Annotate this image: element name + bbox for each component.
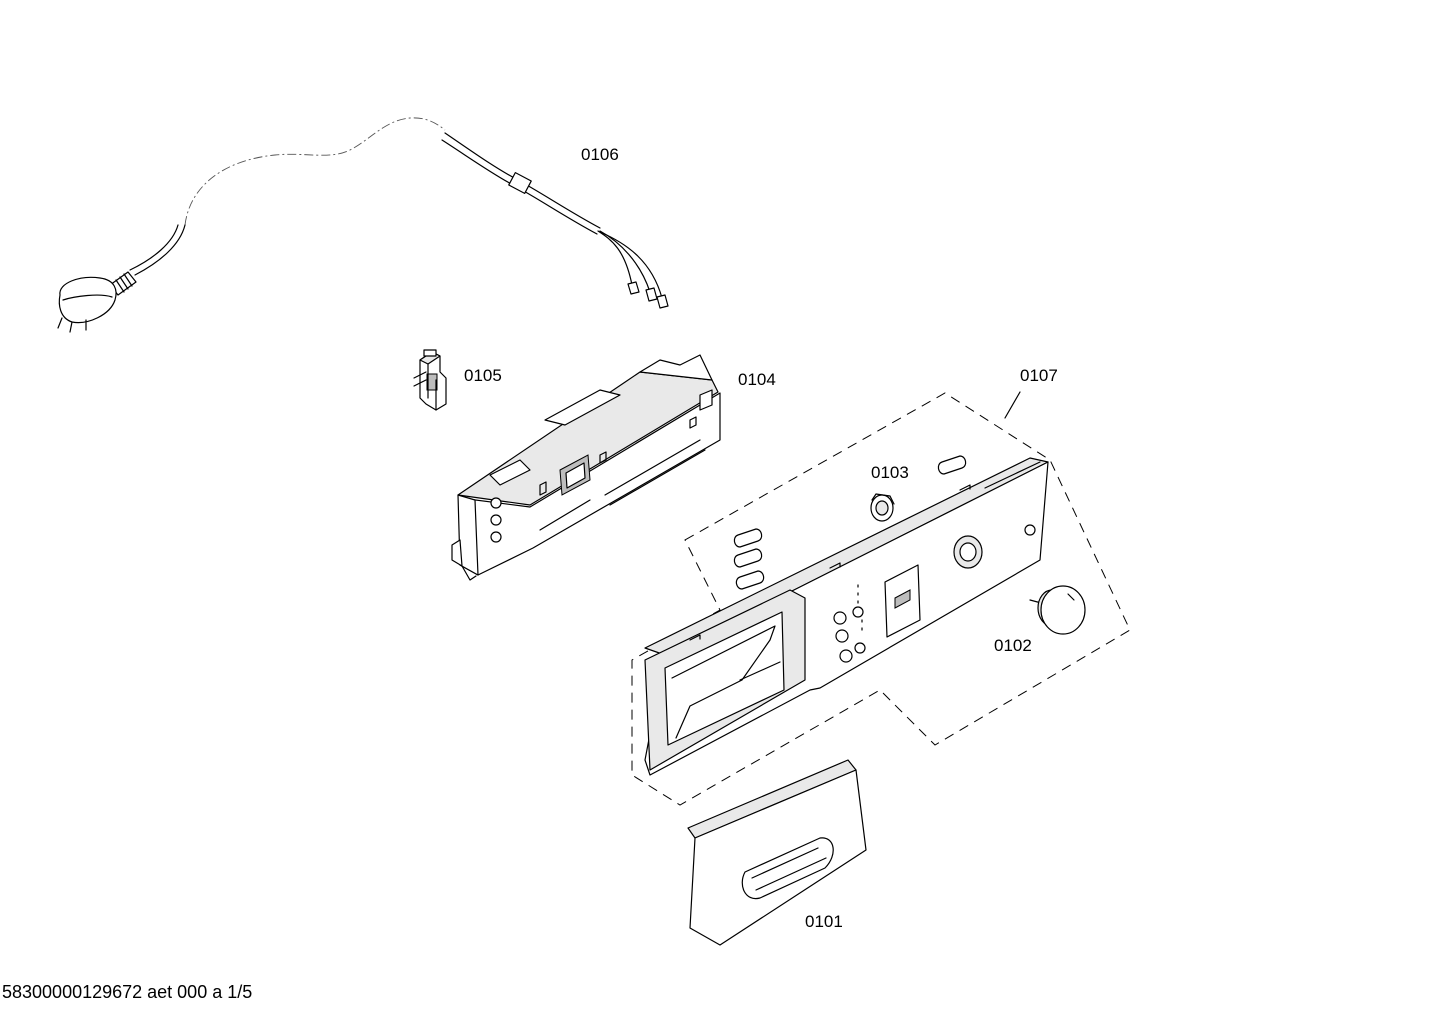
drawer-handle-illustration [687,759,867,946]
knob-illustration [1029,585,1086,635]
power-cord-illustration [57,117,669,333]
lamp-holder-illustration [870,493,895,522]
part-label-0101: 0101 [805,912,843,931]
drawing-reference-footer: 58300000129672 aet 000 a 1/5 [2,982,253,1002]
connector-illustration [413,349,447,411]
part-label-0104: 0104 [738,370,776,389]
part-label-0105: 0105 [464,366,502,385]
part-label-0106: 0106 [581,145,619,164]
electronic-module-illustration [451,354,721,581]
control-panel-illustration [644,457,1049,776]
part-label-0103: 0103 [871,463,909,482]
light-pipes [733,455,967,590]
part-label-0107: 0107 [1020,366,1058,385]
part-label-0102: 0102 [994,636,1032,655]
